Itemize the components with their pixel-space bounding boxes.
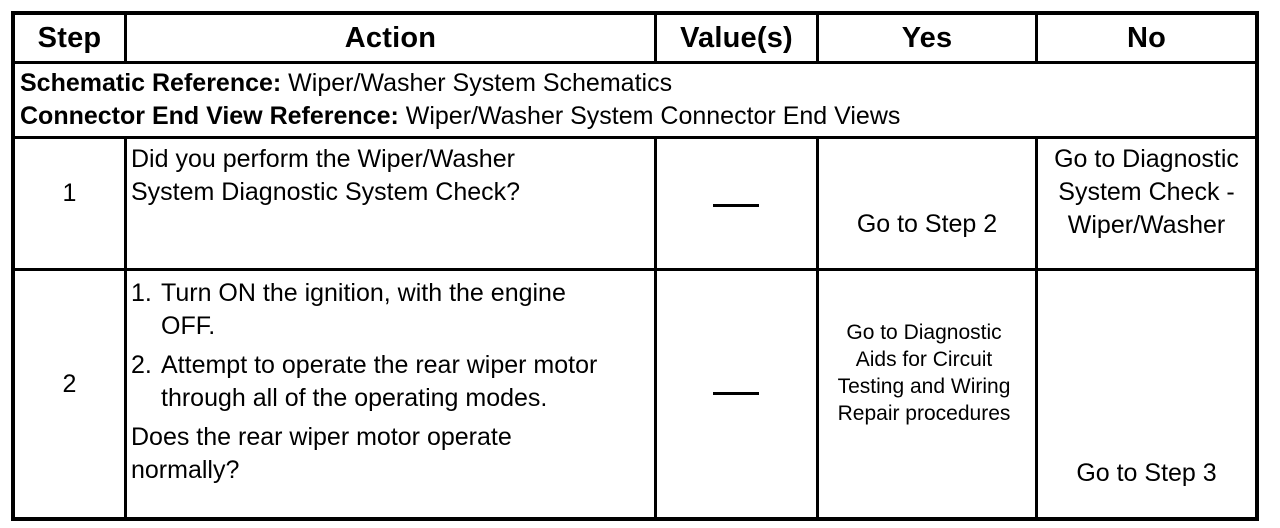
row2-question-line: normally? xyxy=(131,456,240,484)
header-step: Step xyxy=(37,21,102,54)
row2-action-question: Does the rear wiper motor operate normal… xyxy=(131,421,653,487)
row2-step-2-line: Attempt to operate the rear wiper motor xyxy=(161,351,598,379)
col-sep-3-header xyxy=(816,11,819,63)
row1-no-line: Go to Diagnostic xyxy=(1054,145,1239,173)
col-sep-2-body xyxy=(654,137,657,519)
header-yes: Yes xyxy=(901,21,953,54)
row2-yes-line: Testing and Wiring xyxy=(837,375,1011,398)
table-border-right xyxy=(1255,11,1259,521)
row2-question-line: Does the rear wiper motor operate xyxy=(131,423,512,451)
schematic-reference-value: Wiper/Washer System Schematics xyxy=(281,69,673,97)
row1-action-line: Did you perform the Wiper/Washer xyxy=(131,145,515,173)
row1-action-line: System Diagnostic System Check? xyxy=(131,178,521,206)
reference-divider xyxy=(11,136,1259,139)
header-values: Value(s) xyxy=(680,21,793,54)
col-sep-3-body xyxy=(816,137,819,519)
row2-step-1-number: 1. xyxy=(131,279,152,307)
row2-step-2-number: 2. xyxy=(131,351,152,379)
col-sep-1-header xyxy=(124,11,127,63)
row2-no: Go to Step 3 xyxy=(1076,459,1217,487)
col-sep-4-header xyxy=(1035,11,1038,63)
connector-reference-value: Wiper/Washer System Connector End Views xyxy=(398,102,901,130)
row1-no-line: System Check - xyxy=(1058,178,1235,206)
connector-reference-label: Connector End View Reference: xyxy=(20,102,399,130)
row2-step: 2 xyxy=(62,369,77,398)
table-border-top xyxy=(11,11,1259,15)
col-sep-4-body xyxy=(1035,137,1038,519)
row2-action: 1. Turn ON the ignition, with the engine… xyxy=(131,277,653,487)
col-sep-1-body xyxy=(124,137,127,519)
row1-yes: Go to Step 2 xyxy=(856,210,998,238)
row2-yes: Go to Diagnostic Aids for Circuit Testin… xyxy=(819,319,1029,427)
row1-action: Did you perform the Wiper/Washer System … xyxy=(131,143,651,209)
row1-no-line: Wiper/Washer xyxy=(1067,211,1226,239)
table-border-left xyxy=(11,11,15,521)
row2-step-1-line: Turn ON the ignition, with the engine xyxy=(161,279,566,307)
col-sep-2-header xyxy=(654,11,657,63)
row2-yes-line: Go to Diagnostic xyxy=(846,321,1002,344)
row2-step-1-line: OFF. xyxy=(161,312,216,340)
row1-step: 1 xyxy=(62,178,77,207)
table-border-bottom xyxy=(11,517,1259,521)
row1-value-dash xyxy=(713,204,759,207)
schematic-reference: Schematic Reference: Wiper/Washer System… xyxy=(20,69,672,98)
row2-yes-line: Aids for Circuit xyxy=(855,348,993,371)
row2-value-dash xyxy=(713,392,759,395)
connector-reference: Connector End View Reference: Wiper/Wash… xyxy=(20,102,900,131)
row1-divider xyxy=(11,268,1259,271)
row2-action-step-2: 2. Attempt to operate the rear wiper mot… xyxy=(131,349,653,415)
header-divider xyxy=(11,61,1259,64)
row2-action-steps: 1. Turn ON the ignition, with the engine… xyxy=(131,277,653,415)
row1-no: Go to Diagnostic System Check - Wiper/Wa… xyxy=(1038,143,1255,242)
header-no: No xyxy=(1126,21,1167,54)
row2-step-2-line: through all of the operating modes. xyxy=(161,384,548,412)
row2-action-step-1: 1. Turn ON the ignition, with the engine… xyxy=(131,277,653,343)
header-action: Action xyxy=(344,21,437,54)
row2-yes-line: Repair procedures xyxy=(837,402,1011,425)
schematic-reference-label: Schematic Reference: xyxy=(20,69,282,97)
